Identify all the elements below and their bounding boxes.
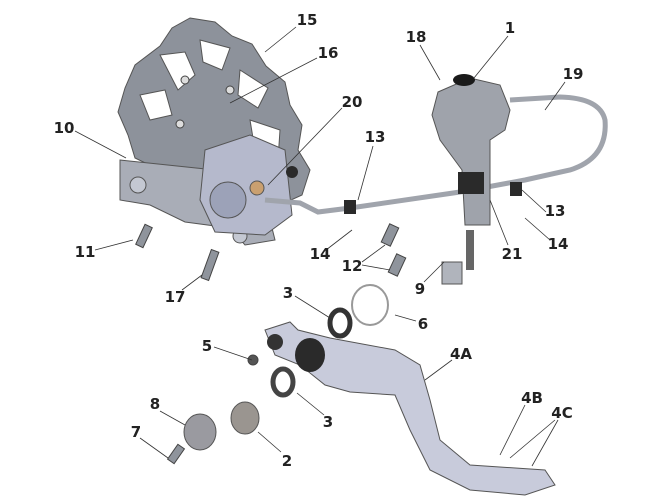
callout-17: 17 [164,288,186,306]
return-spring [351,284,389,326]
callout-8: 8 [149,395,161,413]
callout-14: 14 [547,235,569,253]
hose-clamp [344,200,356,214]
callout-3: 3 [282,284,294,302]
bolts [135,223,407,465]
pivot-bolt [230,401,260,435]
callout-6: 6 [417,315,429,333]
callout-4b: 4B [521,389,543,407]
callout-2: 2 [281,452,293,470]
callout-18: 18 [405,28,427,46]
washer [327,307,353,339]
callout-13: 13 [364,128,386,146]
callout-21: 21 [501,245,523,263]
callout-15: 15 [296,11,318,29]
callout-11: 11 [74,243,96,261]
callout-14: 14 [309,245,331,263]
callout-9: 9 [414,280,426,298]
callout-10: 10 [53,119,75,137]
callout-7: 7 [130,423,142,441]
brake-caliper [199,134,298,236]
callout-5: 5 [201,337,213,355]
brake-hose [264,94,608,215]
callout-4c: 4C [551,404,573,422]
callout-19: 19 [562,65,584,83]
washer [270,366,296,398]
callout-4a: 4A [449,345,473,363]
pivot-cap [183,413,217,451]
callout-16: 16 [317,44,339,62]
callout-12: 12 [341,257,363,275]
callout-20: 20 [341,93,363,111]
callout-13: 13 [544,202,566,220]
callout-3: 3 [322,413,334,431]
master-cylinder [431,74,511,285]
hose-clamp [510,182,522,196]
brake-pedal [264,321,556,496]
callout-1: 1 [504,19,516,37]
leader-lines [74,26,566,467]
